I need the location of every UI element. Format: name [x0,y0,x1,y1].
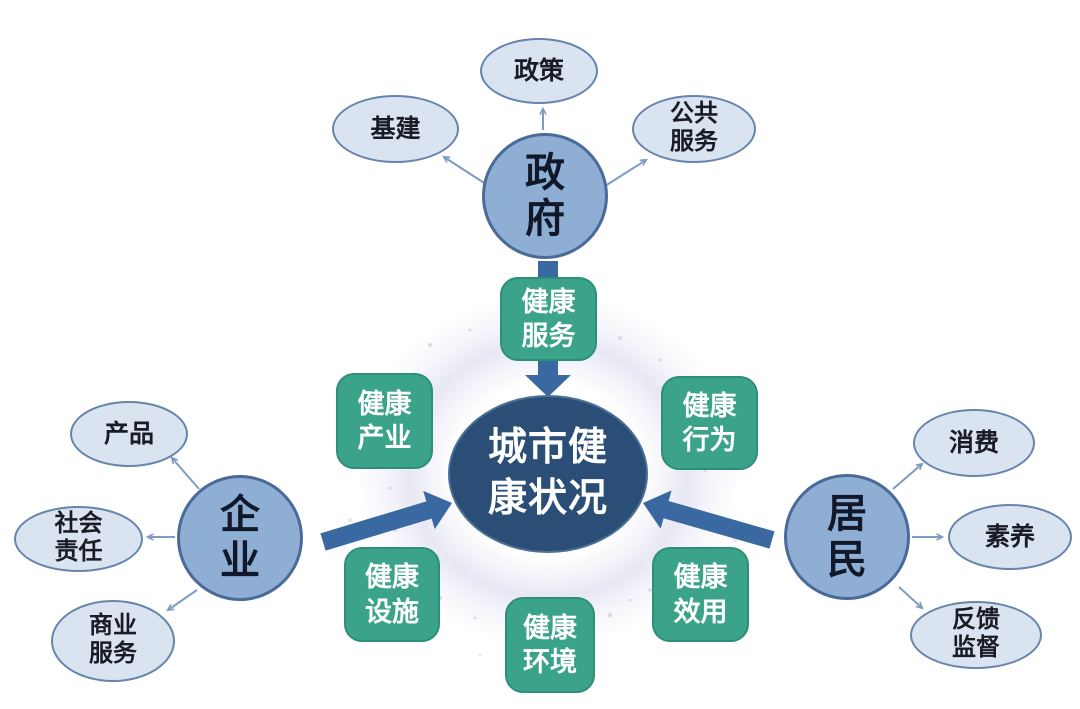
satellite-node-commercial-services: 商业 服务 [51,600,175,682]
factor-health-industry-label: 健康 产业 [357,388,412,453]
actor-enterprise-label: 企 业 [220,492,260,583]
factor-node-health-environment: 健康 环境 [505,597,595,693]
satellite-infrastructure-label: 基建 [370,115,421,143]
satellite-node-product: 产品 [70,401,188,467]
satellite-public-services-label: 公共 服务 [670,101,718,155]
center-node-urban-health-status: 城市健 康状况 [448,395,648,553]
satellite-policy-label: 政策 [513,57,564,85]
satellite-node-public-services: 公共 服务 [632,95,756,163]
satellite-node-infrastructure: 基建 [332,95,459,163]
center-node-label: 城市健 康状况 [487,426,608,520]
satellite-node-consumption: 消费 [913,409,1035,477]
satellite-product-label: 产品 [103,420,154,448]
factor-node-health-services: 健康 服务 [500,277,597,361]
factor-health-utility-label: 健康 效用 [673,562,728,627]
actor-residents-label: 居 民 [827,491,867,582]
actor-government-label: 政 府 [525,150,565,241]
satellite-feedback-supervision-label: 反馈 监督 [952,607,1000,661]
factor-health-environment-label: 健康 环境 [523,612,577,677]
satellite-node-literacy: 素养 [948,504,1072,570]
satellite-social-responsibility-label: 社会 责任 [54,511,103,565]
satellite-commercial-services-label: 商业 服务 [89,613,137,667]
factor-node-health-industry: 健康 产业 [336,373,433,469]
satellite-node-social-responsibility: 社会 责任 [14,506,143,572]
arrow-enterprise-to-product [170,456,200,490]
arrow-residents-to-consumption [892,462,924,490]
arrow-enterprise-to-commercial-services [166,589,198,612]
satellite-node-policy: 政策 [480,38,598,104]
factor-health-facilities-label: 健康 设施 [365,562,419,627]
satellite-node-feedback-supervision: 反馈 监督 [910,601,1042,669]
arrow-residents-to-feedback-supervision [898,586,924,610]
factor-health-behavior-label: 健康 行为 [682,390,737,455]
actor-node-enterprise: 企 业 [177,475,303,601]
actor-node-residents: 居 民 [784,474,910,600]
arrow-enterprise-to-center [320,490,452,551]
factor-node-health-facilities: 健康 设施 [344,547,440,642]
factor-node-health-utility: 健康 效用 [652,547,749,642]
satellite-consumption-label: 消费 [948,429,999,457]
actor-node-government: 政 府 [482,133,608,259]
arrow-residents-to-center [643,490,775,549]
arrow-government-to-public-services [601,158,648,189]
factor-health-services-label: 健康 服务 [521,286,576,351]
factor-node-health-behavior: 健康 行为 [661,376,758,470]
satellite-literacy-label: 素养 [984,523,1035,551]
